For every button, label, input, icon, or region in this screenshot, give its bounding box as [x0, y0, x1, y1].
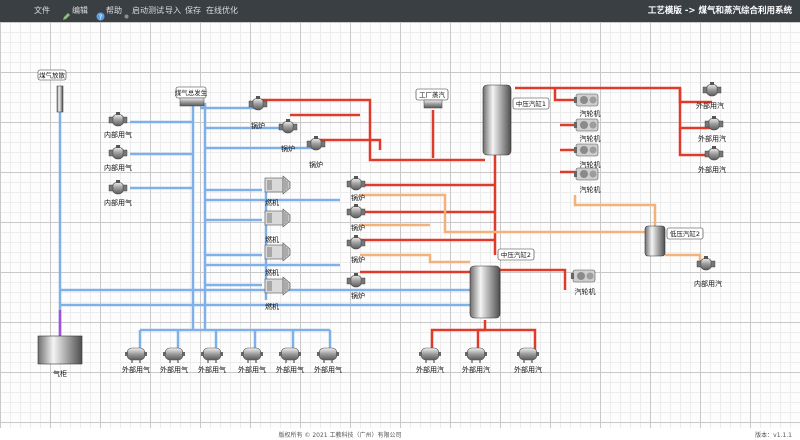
internal-gas-user-3[interactable]: 内部用气: [104, 179, 132, 207]
lp-steam-header-2[interactable]: 低压汽缸2: [644, 225, 704, 257]
hrsg-boiler-1[interactable]: 锅炉: [346, 175, 366, 202]
steam-turbine-5[interactable]: 汽轮机: [570, 269, 596, 296]
steam-turbine-4[interactable]: 汽轮机: [573, 167, 601, 194]
svg-text:工厂蒸汽: 工厂蒸汽: [419, 90, 446, 99]
external-gas-user-6[interactable]: 外部用气: [314, 347, 342, 374]
svg-text:?: ?: [99, 14, 103, 22]
svg-text:内部用气: 内部用气: [104, 163, 132, 172]
hrsg-boiler-2[interactable]: 锅炉: [346, 203, 366, 232]
svg-text:汽轮机: 汽轮机: [575, 287, 596, 296]
svg-text:锅炉: 锅炉: [351, 193, 365, 202]
svg-text:外部用汽: 外部用汽: [462, 365, 490, 374]
external-steam-user-3[interactable]: 外部用汽: [698, 145, 726, 174]
copyright-text: 版权所有 © 2021 工教科技（广州）有限公司: [278, 432, 402, 439]
svg-text:外部用气: 外部用气: [238, 365, 266, 374]
svg-text:锅炉: 锅炉: [351, 291, 365, 300]
gas-main-header[interactable]: 煤气总发生: [175, 86, 208, 107]
svg-text:外部用气: 外部用气: [314, 365, 342, 374]
svg-text:锅炉: 锅炉: [281, 144, 295, 153]
svg-text:锅炉: 锅炉: [351, 255, 365, 264]
svg-text:汽轮机: 汽轮机: [580, 185, 601, 194]
top-menu-bar: 文件 编辑 ? 帮助 启动测试 导入 保存 在线优化 工艺模版 -> 煤气和蒸汽…: [0, 0, 800, 22]
gas-engine-1[interactable]: 燃机: [264, 175, 291, 207]
svg-text:外部用汽: 外部用汽: [698, 134, 726, 143]
svg-text:气柜: 气柜: [53, 369, 67, 378]
boiler-1[interactable]: 锅炉: [248, 95, 268, 130]
svg-text:燃机: 燃机: [265, 198, 279, 207]
external-steam-user-2[interactable]: 外部用汽: [698, 115, 726, 143]
svg-text:内部用汽: 内部用汽: [694, 279, 722, 288]
svg-text:低压汽缸2: 低压汽缸2: [670, 229, 700, 238]
svg-text:锅炉: 锅炉: [309, 160, 323, 169]
version-text: 版本：v1.1.1: [755, 432, 792, 439]
menu-help[interactable]: 帮助: [106, 6, 122, 15]
external-steam-user-4[interactable]: 外部用汽: [416, 347, 444, 374]
svg-text:汽轮机: 汽轮机: [580, 109, 601, 118]
external-steam-user-5[interactable]: 外部用汽: [462, 347, 490, 374]
diagram-canvas: 煤气放散 煤气总发生 工厂蒸汽 中压汽缸1 中压汽缸2 低压汽缸2 气柜: [0, 22, 800, 428]
external-gas-user-3[interactable]: 外部用气: [198, 347, 226, 374]
footer: 版权所有 © 2021 工教科技（广州）有限公司 版本：v1.1.1: [0, 428, 800, 440]
hrsg-boiler-3[interactable]: 锅炉: [346, 234, 366, 264]
svg-text:外部用汽: 外部用汽: [514, 365, 542, 374]
svg-text:外部用气: 外部用气: [198, 365, 226, 374]
svg-text:内部用气: 内部用气: [104, 130, 132, 139]
svg-text:燃机: 燃机: [265, 302, 279, 311]
app-title: 工艺模版 -> 煤气和蒸汽综合利用系统: [647, 6, 792, 16]
svg-text:燃机: 燃机: [265, 235, 279, 244]
boiler-2[interactable]: 锅炉: [278, 118, 298, 153]
svg-text:汽轮机: 汽轮机: [580, 134, 601, 143]
menu-start-test[interactable]: 启动测试: [132, 6, 164, 15]
menu-file[interactable]: 文件: [34, 6, 50, 15]
menu-save[interactable]: 保存: [185, 6, 201, 15]
steam-turbine-3[interactable]: 汽轮机: [573, 143, 601, 169]
svg-text:煤气放散: 煤气放散: [39, 71, 66, 80]
svg-text:煤气总发生: 煤气总发生: [175, 88, 208, 97]
hrsg-boiler-4[interactable]: 锅炉: [346, 272, 366, 300]
process-diagram: 煤气放散 煤气总发生 工厂蒸汽 中压汽缸1 中压汽缸2 低压汽缸2 气柜: [37, 69, 726, 378]
external-gas-user-2[interactable]: 外部用气: [160, 347, 188, 374]
help-icon: ?: [96, 6, 105, 22]
hp-steam-pipelines: [258, 86, 712, 350]
steam-turbine-1[interactable]: 汽轮机: [573, 93, 601, 118]
svg-text:外部用气: 外部用气: [160, 365, 188, 374]
gas-engine-4[interactable]: 燃机: [264, 276, 291, 311]
internal-gas-user-2[interactable]: 内部用气: [104, 144, 132, 172]
gas-engine-2[interactable]: 燃机: [264, 208, 291, 244]
gas-engine-3[interactable]: 燃机: [264, 242, 291, 277]
external-steam-user-1[interactable]: 外部用汽: [696, 81, 724, 110]
mp-steam-header-1[interactable]: 中压汽缸1: [482, 84, 550, 156]
svg-text:锅炉: 锅炉: [251, 121, 265, 130]
mp-steam-header-2[interactable]: 中压汽缸2: [469, 248, 535, 319]
svg-text:燃机: 燃机: [265, 268, 279, 277]
svg-text:外部用汽: 外部用汽: [698, 165, 726, 174]
pencil-icon: [62, 6, 71, 20]
plant-steam-source[interactable]: 工厂蒸汽: [415, 88, 449, 109]
internal-gas-user-1[interactable]: 内部用气: [104, 111, 132, 139]
external-gas-user-4[interactable]: 外部用气: [238, 347, 266, 374]
svg-text:外部用气: 外部用气: [276, 365, 304, 374]
svg-text:中压汽缸1: 中压汽缸1: [516, 99, 546, 108]
svg-text:中压汽缸2: 中压汽缸2: [501, 250, 531, 259]
menu-import[interactable]: 导入: [165, 6, 181, 15]
svg-text:外部用汽: 外部用汽: [696, 101, 724, 110]
internal-steam-user[interactable]: 内部用汽: [694, 255, 722, 288]
gas-release-stack[interactable]: 煤气放散: [37, 69, 67, 113]
dot-icon: [122, 6, 131, 19]
menu-edit[interactable]: 编辑: [72, 6, 88, 15]
svg-text:外部用气: 外部用气: [122, 365, 150, 374]
menu-optimize[interactable]: 在线优化: [206, 6, 238, 15]
steam-turbine-2[interactable]: 汽轮机: [573, 118, 601, 143]
gas-holder[interactable]: 气柜: [37, 335, 83, 378]
external-gas-user-1[interactable]: 外部用气: [122, 347, 150, 374]
external-gas-user-5[interactable]: 外部用气: [276, 347, 304, 374]
svg-text:外部用汽: 外部用汽: [416, 365, 444, 374]
external-steam-user-6[interactable]: 外部用汽: [514, 347, 542, 374]
boiler-3[interactable]: 锅炉: [306, 135, 326, 169]
svg-text:汽轮机: 汽轮机: [580, 160, 601, 169]
svg-text:内部用气: 内部用气: [104, 198, 132, 207]
svg-text:锅炉: 锅炉: [351, 223, 365, 232]
